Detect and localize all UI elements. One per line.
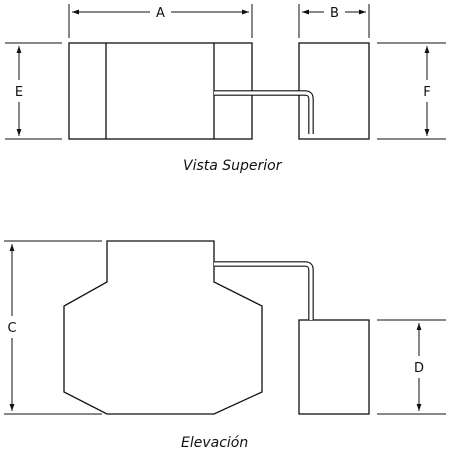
top-view: A B E F [5,4,446,140]
dimension-e: E [5,42,62,140]
elevation-small-tank [298,319,370,415]
dimension-d: D [377,319,446,415]
dimension-f-label: F [423,85,430,100]
dimension-a: A [68,4,253,38]
dimension-e-label: E [15,85,23,100]
dimension-a-label: A [156,6,165,21]
elevation-main-tank [63,240,263,415]
dimension-d-label: D [414,361,424,376]
elevation-view: C D [4,240,446,415]
dimension-c-label: C [7,321,16,336]
dimension-b-label: B [330,6,339,21]
dimension-c: C [4,240,102,415]
dimension-f: F [377,42,446,140]
elevation-view-caption: Elevación [181,435,249,451]
top-pipe [214,90,314,134]
elevation-pipe [214,261,314,320]
dimension-b: B [298,4,370,38]
top-view-caption: Vista Superior [183,158,282,174]
